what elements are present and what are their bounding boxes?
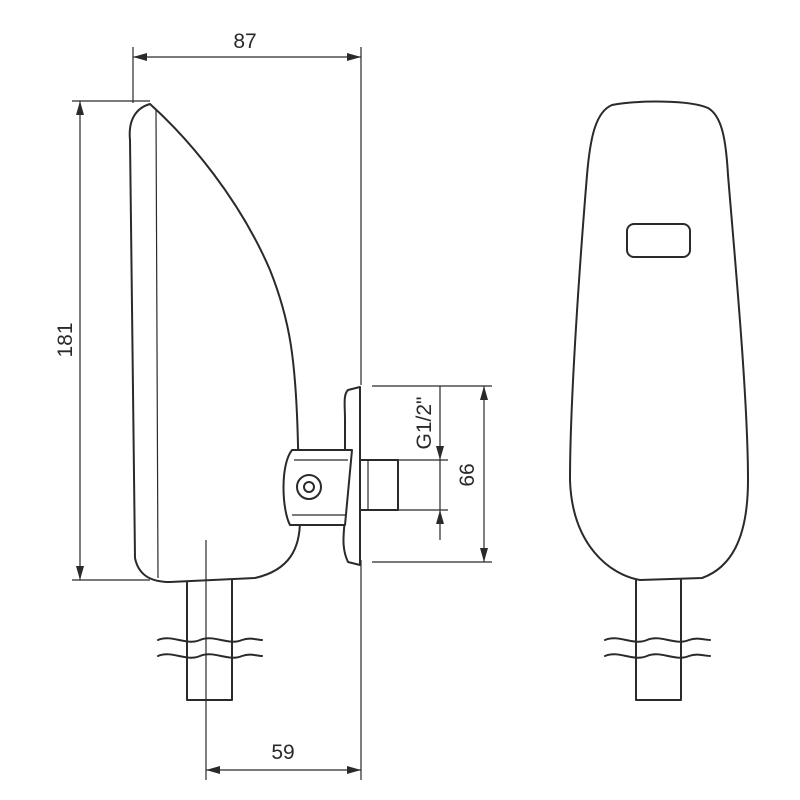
dimension-thread: G1/2" xyxy=(372,385,492,540)
front-housing xyxy=(569,100,749,581)
side-housing xyxy=(128,103,301,583)
dimension-depth-label: 59 xyxy=(271,741,294,764)
dimension-connection-label: 66 xyxy=(456,463,479,486)
dimension-height-left: 181 xyxy=(54,100,150,581)
dimension-thread-label: G1/2" xyxy=(413,397,436,450)
connector-block xyxy=(282,449,353,526)
thread-connection xyxy=(359,459,399,511)
front-view xyxy=(569,100,749,701)
side-view xyxy=(128,103,399,780)
dimension-depth-bottom: 59 xyxy=(206,560,362,780)
sensor-window xyxy=(626,223,691,258)
dimension-connection-height: 66 xyxy=(372,386,492,563)
front-outlet-pipe xyxy=(604,574,711,701)
dimension-width-top: 87 xyxy=(132,30,362,385)
dimension-width-label: 87 xyxy=(233,30,256,53)
dimension-height-label: 181 xyxy=(54,322,77,357)
housing-front-edge xyxy=(155,109,159,579)
side-outlet-pipe xyxy=(157,574,263,701)
